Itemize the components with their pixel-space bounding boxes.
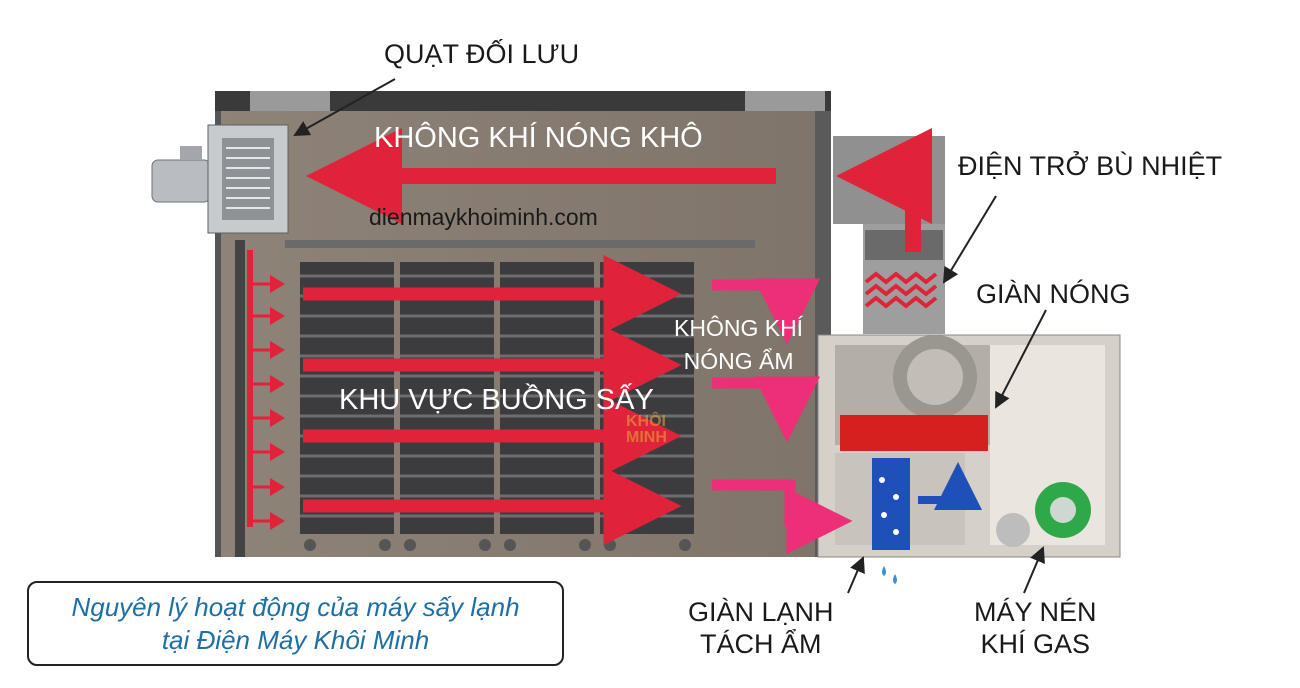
- label-compressor-line1: MÁY NÉN: [974, 597, 1097, 627]
- label-hot-humid-air-line1: KHÔNG KHÍ: [674, 315, 804, 341]
- caption-line1: Nguyên lý hoạt động của máy sấy lạnh: [71, 592, 520, 622]
- caption-box: Nguyên lý hoạt động của máy sấy lạnh tại…: [27, 581, 564, 666]
- label-hot-humid-air-line2: NÓNG ẨM: [683, 348, 794, 375]
- label-hot-humid-air: KHÔNG KHÍ NÓNG ẨM: [674, 312, 803, 379]
- label-drying-area: KHU VỰC BUỒNG SẤY: [339, 384, 654, 416]
- trolley-1: [300, 262, 394, 551]
- chamber-flow-arrows: [303, 255, 682, 545]
- humid-air-arrows: [712, 278, 853, 554]
- cooled-air-arrow: [918, 462, 982, 510]
- water-drops: [882, 566, 897, 584]
- leader-lines: [293, 78, 1047, 594]
- small-flow-arrows: [252, 275, 285, 530]
- label-compressor: MÁY NÉN KHÍ GAS: [974, 596, 1097, 661]
- heating-wave-icon: [864, 271, 938, 309]
- convection-fan: [151, 124, 289, 234]
- label-condenser: GIÀN NÓNG: [976, 279, 1131, 309]
- label-evaporator-line1: GIÀN LẠNH: [688, 597, 834, 627]
- trolley-3: [500, 262, 594, 551]
- website-label: dienmaykhoiminh.com: [369, 204, 598, 230]
- label-heating-resistor: ĐIỆN TRỞ BÙ NHIỆT: [958, 151, 1223, 181]
- heater-bar: [840, 415, 988, 451]
- watermark-line2: MINH: [626, 429, 667, 446]
- label-hot-dry-air: KHÔNG KHÍ NÓNG KHÔ: [374, 122, 703, 154]
- watermark-line1: KHÔI: [626, 413, 666, 430]
- label-evaporator-line2: TÁCH ẨM: [700, 629, 822, 660]
- label-evaporator: GIÀN LẠNH TÁCH ẨM: [688, 596, 834, 661]
- evaporator-coil: [872, 458, 910, 550]
- label-convection-fan: QUẠT ĐỐI LƯU: [384, 39, 580, 69]
- caption-line2: tại Điện Máy Khôi Minh: [161, 624, 430, 655]
- khoi-minh-watermark: KHÔI MINH: [626, 414, 667, 446]
- compressor: [996, 482, 1091, 547]
- duct-arrow: [836, 128, 932, 252]
- label-compressor-line2: KHÍ GAS: [980, 629, 1091, 660]
